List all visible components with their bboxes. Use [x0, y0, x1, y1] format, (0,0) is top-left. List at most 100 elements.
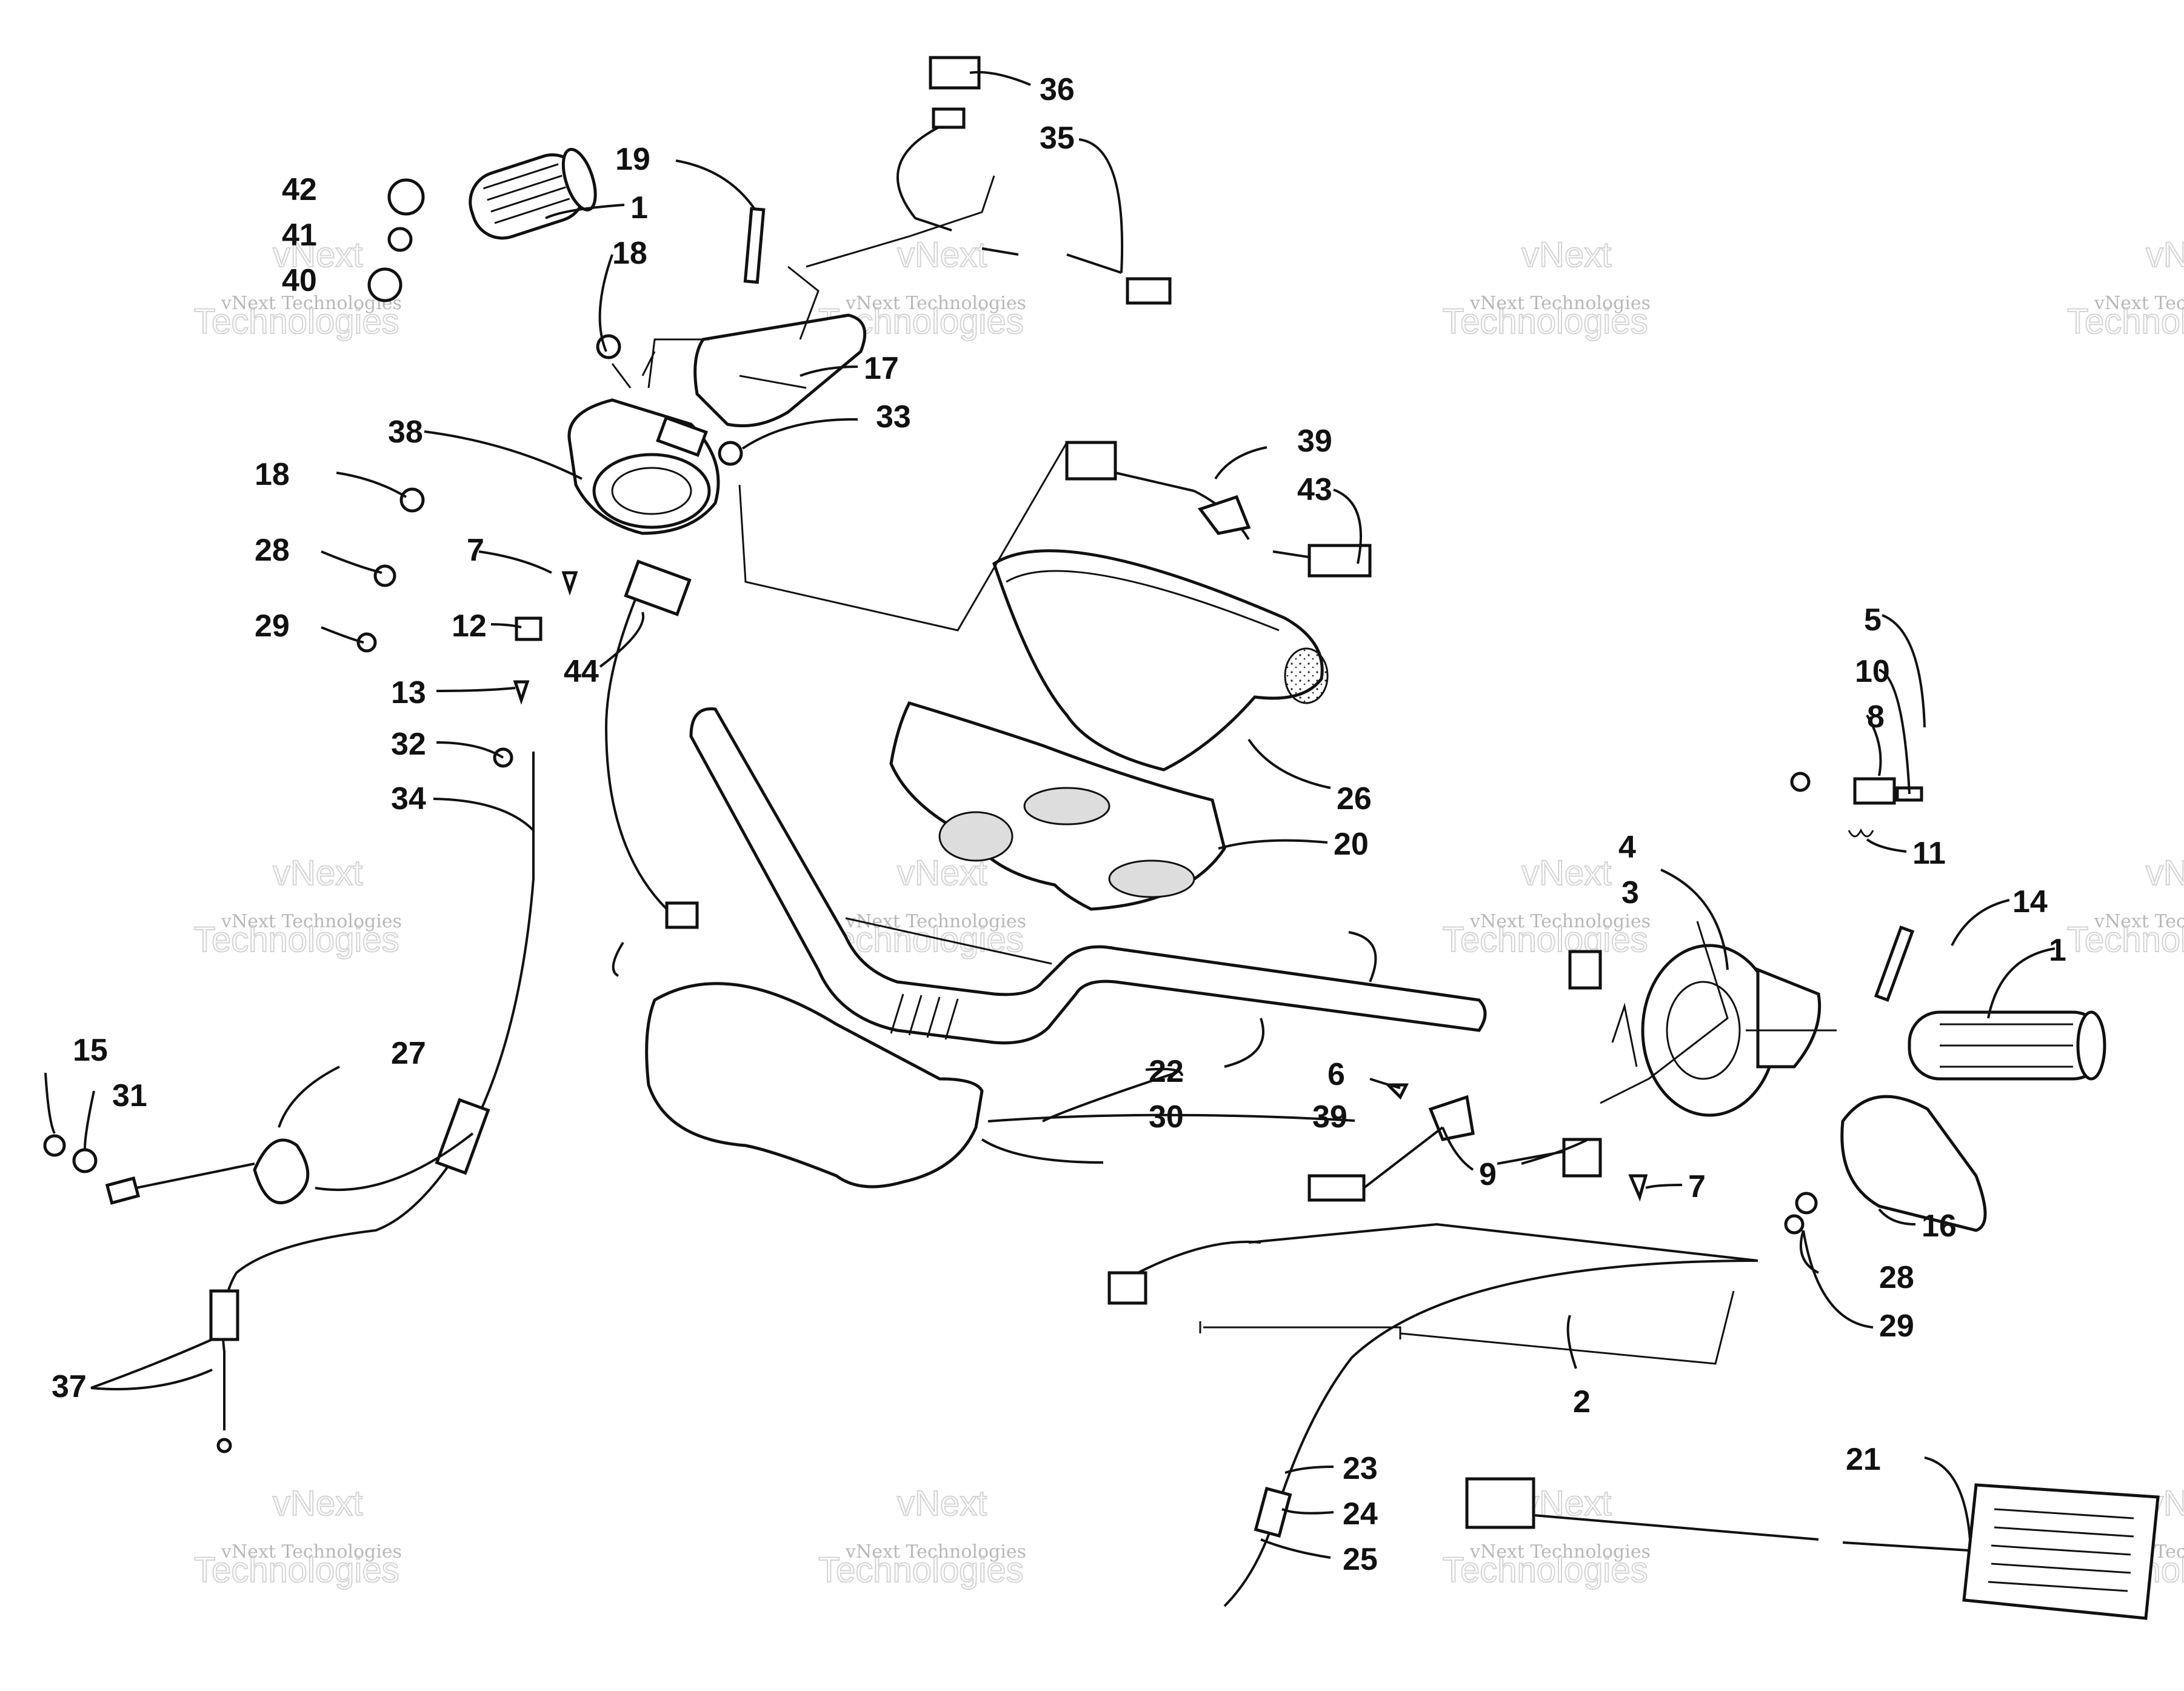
callout-9: 9: [1479, 1157, 1497, 1192]
washer: [1790, 772, 1811, 792]
connector: [1307, 1174, 1366, 1202]
callout-6: 6: [1327, 1057, 1345, 1092]
callout-7: 7: [467, 533, 484, 568]
watermark: vNext Technologies vNext Technologies: [2066, 235, 2184, 342]
connector: [932, 107, 966, 129]
screw: [513, 680, 530, 705]
svg-text:vNext Technologies: vNext Technologies: [2094, 293, 2184, 314]
cable-end: [105, 1176, 141, 1205]
svg-text:vNext: vNext: [897, 235, 987, 275]
callout-37: 37: [52, 1369, 87, 1404]
washer: [1795, 1192, 1818, 1215]
svg-text:vNext: vNext: [273, 235, 362, 275]
callout-10: 10: [1855, 654, 1890, 689]
connector: [1107, 1271, 1147, 1305]
svg-text:Technologies: Technologies: [194, 920, 399, 959]
callout-42: 42: [282, 172, 317, 207]
svg-text:vNext Technologies: vNext Technologies: [2094, 911, 2184, 932]
callout-33: 33: [876, 399, 911, 435]
right-switch-housing: [1641, 944, 1822, 1117]
svg-text:vNext: vNext: [897, 1484, 987, 1523]
throttle-lever: [693, 313, 867, 427]
bolt: [743, 207, 766, 284]
watermark: vNext Technologies vNext Technologies: [193, 853, 402, 960]
callout-13: 13: [391, 675, 426, 710]
pad-bottom: [645, 982, 984, 1189]
left-switch-housing: [567, 398, 720, 535]
svg-text:Technologies: Technologies: [2067, 920, 2184, 959]
svg-text:vNext: vNext: [1521, 235, 1611, 275]
watermark: vNext Technologies vNext Technologies: [1442, 1483, 1651, 1590]
switch: [1568, 950, 1602, 990]
clip: [515, 616, 543, 641]
callout-18: 18: [612, 236, 647, 271]
washer: [373, 564, 396, 587]
callout-23: 23: [1343, 1451, 1378, 1486]
svg-text:vNext: vNext: [2146, 853, 2184, 893]
parts-drawing: [43, 56, 2160, 1620]
watermark: vNext Technologies vNext Technologies: [1442, 853, 1651, 960]
callout-41: 41: [282, 218, 317, 253]
callout-24: 24: [1343, 1496, 1378, 1532]
cable-adjuster: [209, 1289, 239, 1341]
svg-text:vNext Technologies: vNext Technologies: [845, 911, 1026, 932]
svg-text:vNext: vNext: [273, 853, 362, 893]
washer: [1784, 1214, 1805, 1235]
callout-2: 2: [1573, 1384, 1591, 1419]
callout-16: 16: [1922, 1209, 1957, 1244]
screw: [1628, 1174, 1648, 1202]
callout-7: 7: [1688, 1169, 1706, 1204]
callout-38: 38: [388, 415, 423, 450]
callout-4: 4: [1618, 830, 1636, 865]
callout-20: 20: [1334, 827, 1369, 862]
callout-22: 22: [1149, 1054, 1184, 1089]
callout-31: 31: [112, 1078, 147, 1113]
watermark: vNext Technologies vNext Technologies: [818, 1483, 1026, 1590]
callout-32: 32: [391, 727, 426, 762]
watermark: vNext Technologies vNext Technologies: [2066, 853, 2184, 960]
svg-text:vNext: vNext: [1521, 853, 1611, 893]
watermark-layer: vNext Technologies vNext Technologies vN…: [193, 235, 2184, 1590]
callout-34: 34: [391, 781, 426, 816]
screw: [561, 571, 578, 596]
callout-44: 44: [564, 654, 599, 689]
callout-3: 3: [1621, 875, 1639, 910]
callout-1: 1: [630, 190, 648, 225]
svg-text:vNext Technologies: vNext Technologies: [1469, 911, 1651, 932]
left-grip: [469, 147, 597, 240]
svg-text:vNext Technologies: vNext Technologies: [221, 293, 402, 314]
cable-clamp: [253, 1138, 310, 1204]
control-box: [624, 559, 692, 616]
callout-28: 28: [1879, 1260, 1914, 1295]
callout-19: 19: [615, 142, 650, 177]
connector: [1126, 277, 1172, 305]
svg-text:vNext Technologies: vNext Technologies: [1469, 293, 1651, 314]
washer: [718, 441, 743, 466]
switch: [1562, 1138, 1602, 1178]
svg-text:vNext Technologies: vNext Technologies: [221, 1541, 402, 1563]
screw: [1384, 1083, 1409, 1100]
washer: [387, 227, 413, 252]
connector: [665, 901, 699, 929]
key: [1853, 777, 1896, 805]
callout-39: 39: [1297, 424, 1332, 459]
svg-text:Technologies: Technologies: [1443, 302, 1648, 341]
callout-5: 5: [1864, 602, 1882, 638]
callout-39: 39: [1312, 1099, 1347, 1135]
cable-sleeve: [435, 1098, 490, 1175]
callout-14: 14: [2012, 884, 2048, 919]
svg-text:Technologies: Technologies: [194, 302, 399, 341]
handlebar: [689, 707, 1487, 1045]
svg-text:vNext Technologies: vNext Technologies: [845, 293, 1026, 314]
svg-text:vNext: vNext: [273, 1484, 362, 1523]
callout-36: 36: [1040, 72, 1075, 107]
callout-15: 15: [73, 1033, 108, 1068]
washer: [367, 267, 402, 302]
right-grip: [1908, 1010, 2106, 1081]
washer: [356, 632, 377, 653]
callout-40: 40: [282, 263, 317, 298]
watermark: vNext Technologies vNext Technologies: [193, 235, 402, 342]
callout-29: 29: [1879, 1309, 1914, 1344]
callout-29: 29: [255, 609, 290, 644]
